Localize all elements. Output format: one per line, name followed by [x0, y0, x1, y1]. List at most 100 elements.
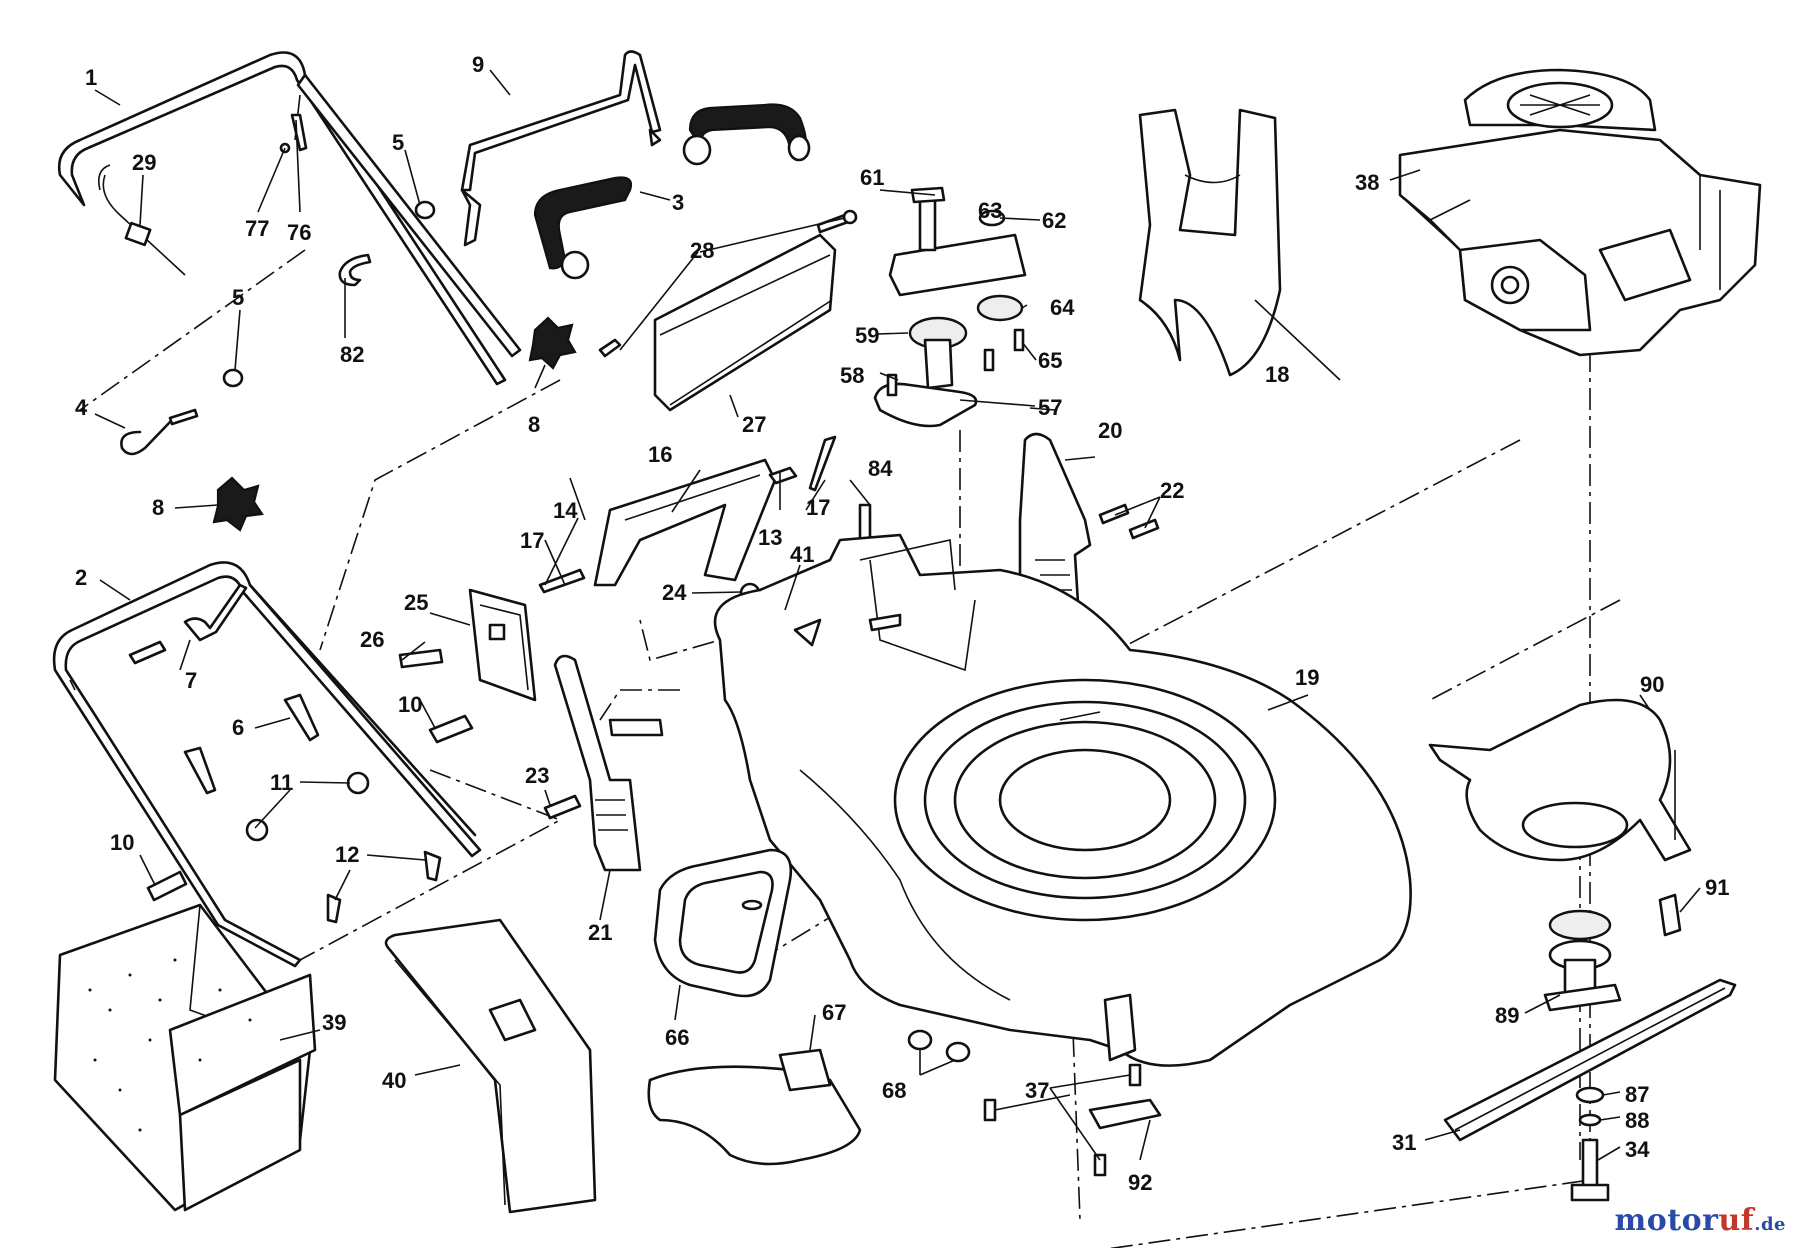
- callout-88: 88: [1625, 1108, 1649, 1133]
- callout-14: 14: [553, 498, 578, 523]
- callout-91: 91: [1705, 875, 1729, 900]
- clip-76-77: [279, 113, 308, 154]
- callout-9: 9: [472, 52, 484, 77]
- bolt-37c: [1093, 1153, 1107, 1177]
- bolt-7a: [183, 583, 248, 642]
- callout-92: 92: [1128, 1170, 1152, 1195]
- hinge-plate-25: [468, 588, 537, 702]
- screw-22a: [1098, 503, 1130, 525]
- engine: [1398, 68, 1762, 357]
- washer-87: [1575, 1086, 1605, 1104]
- callout-21: 21: [588, 920, 612, 945]
- callout-16: 16: [648, 442, 672, 467]
- callout-22: 22: [1160, 478, 1184, 503]
- callout-82: 82: [340, 342, 364, 367]
- callout-63: 63: [978, 198, 1002, 223]
- upper-handle: [57, 51, 522, 386]
- bolt-23: [543, 794, 582, 820]
- callout-34: 34: [1625, 1137, 1650, 1162]
- bolt-37b: [1128, 1063, 1142, 1087]
- bolt-84: [858, 503, 872, 542]
- callout-17b: 17: [806, 495, 830, 520]
- callout-2: 2: [75, 565, 87, 590]
- callout-5a: 5: [392, 130, 404, 155]
- lower-handle: [52, 561, 482, 968]
- callout-41: 41: [790, 542, 814, 567]
- callout-17a: 17: [520, 528, 544, 553]
- nut-11b: [245, 818, 269, 842]
- callout-23: 23: [525, 763, 549, 788]
- bolt-7b: [128, 640, 167, 665]
- callout-61: 61: [860, 165, 884, 190]
- callout-5b: 5: [232, 285, 244, 310]
- watermark-logo: motoruf.de: [1615, 1203, 1786, 1238]
- callout-8a: 8: [528, 412, 540, 437]
- callout-89: 89: [1495, 1003, 1519, 1028]
- callout-59: 59: [855, 323, 879, 348]
- callout-8b: 8: [152, 495, 164, 520]
- callout-31: 31: [1392, 1130, 1416, 1155]
- callout-39: 39: [322, 1010, 346, 1035]
- leader-lines: [94, 69, 1701, 1161]
- callout-25: 25: [404, 590, 428, 615]
- callout-12: 12: [335, 842, 359, 867]
- bolt-6b: [183, 746, 217, 795]
- control-bail: [460, 50, 662, 247]
- blade-bolt-34: [1570, 1138, 1610, 1202]
- callout-10b: 10: [110, 830, 134, 855]
- bracket-92: [1088, 1098, 1162, 1130]
- hook-82: [338, 253, 372, 287]
- watermark-part1: motor: [1614, 1203, 1719, 1238]
- callout-28: 28: [690, 238, 714, 263]
- knob-8a: [528, 316, 577, 370]
- bag-frame: [384, 918, 597, 1214]
- rear-flap: [647, 1048, 862, 1166]
- callout-40: 40: [382, 1068, 406, 1093]
- callout-64: 64: [1050, 295, 1075, 320]
- rear-axle-bracket: [538, 435, 837, 594]
- callout-66: 66: [665, 1025, 689, 1050]
- callout-1: 1: [85, 65, 97, 90]
- nut-68b: [945, 1041, 971, 1063]
- bolt-26: [398, 648, 444, 669]
- bolt-10b: [146, 870, 188, 902]
- mower-deck: [713, 533, 1412, 1067]
- callout-4: 4: [75, 395, 88, 420]
- watermark-part3: .de: [1754, 1214, 1786, 1235]
- callout-13: 13: [758, 525, 782, 550]
- callout-6: 6: [232, 715, 244, 740]
- callout-87: 87: [1625, 1082, 1649, 1107]
- nut-68a: [907, 1029, 933, 1051]
- blade-31: [1443, 978, 1737, 1142]
- washer-88: [1578, 1113, 1602, 1127]
- discharge-chute: [1138, 108, 1282, 377]
- screw-22b: [1128, 518, 1160, 540]
- clip-12b: [326, 893, 342, 924]
- callout-29: 29: [132, 150, 156, 175]
- callout-62: 62: [1042, 208, 1066, 233]
- bolt-6a: [283, 693, 320, 742]
- nut-11a: [346, 771, 370, 795]
- callout-67: 67: [822, 1000, 846, 1025]
- callout-90: 90: [1640, 672, 1664, 697]
- grips: [533, 103, 811, 280]
- bolt-91: [1658, 893, 1682, 937]
- callout-labels: 1 2 3 4 5 5 6 7 8 8 9 10 10 11 12 13 14 …: [75, 52, 1729, 1195]
- callout-58: 58: [840, 363, 864, 388]
- callout-77: 77: [245, 216, 269, 241]
- rear-deflector: [598, 209, 858, 412]
- pulley-assembly: [873, 186, 1027, 428]
- callout-38: 38: [1355, 170, 1379, 195]
- callout-65: 65: [1038, 348, 1062, 373]
- washer-5a: [414, 200, 436, 220]
- callout-24: 24: [662, 580, 687, 605]
- bolt-37a: [983, 1098, 997, 1122]
- callout-11: 11: [270, 770, 293, 795]
- callout-37: 37: [1025, 1078, 1049, 1103]
- callout-19: 19: [1295, 665, 1319, 690]
- callout-57: 57: [1038, 395, 1062, 420]
- callout-84: 84: [868, 456, 893, 481]
- knob-8b: [212, 476, 264, 532]
- height-adjuster-left: [553, 654, 664, 872]
